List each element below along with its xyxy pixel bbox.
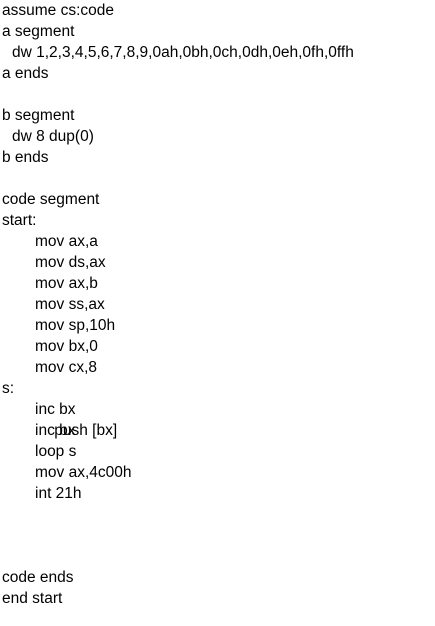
code-label-line: s: push [bx] (2, 378, 432, 439)
blank-line (2, 84, 432, 105)
code-line: mov sp,10h (35, 317, 116, 334)
code-line: assume cs:code (2, 2, 114, 19)
code-document: assume cs:code a segment dw 1,2,3,4,5,6,… (2, 0, 432, 609)
loop-label: s: (2, 380, 15, 397)
code-line: int 21h (35, 485, 82, 502)
code-line: mov ax,b (35, 275, 98, 292)
blank-line (2, 168, 432, 189)
code-line: mov ds,ax (35, 254, 106, 271)
code-line: a segment (2, 23, 75, 40)
code-line: inc bx (35, 422, 76, 439)
code-label-line: start: (2, 212, 37, 229)
code-line: b segment (2, 107, 75, 124)
code-line: inc bx (35, 401, 76, 418)
code-line: a ends (2, 65, 49, 82)
code-line: loop s (35, 443, 77, 460)
code-line: end start (2, 590, 63, 607)
code-line: mov ax,a (35, 233, 98, 250)
code-line: dw 1,2,3,4,5,6,7,8,9,0ah,0bh,0ch,0dh,0eh… (12, 44, 354, 61)
code-line: mov bx,0 (35, 338, 98, 355)
code-line: dw 8 dup(0) (12, 128, 94, 145)
code-instruction: push [bx] (54, 422, 118, 439)
blank-line (2, 546, 432, 567)
code-line: mov cx,8 (35, 359, 98, 376)
code-line: mov ss,ax (35, 296, 105, 313)
blank-line (2, 525, 432, 546)
code-line: code ends (2, 569, 74, 586)
code-line: b ends (2, 149, 49, 166)
code-line: mov ax,4c00h (35, 464, 132, 481)
code-line: code segment (2, 191, 100, 208)
blank-line (2, 504, 432, 525)
